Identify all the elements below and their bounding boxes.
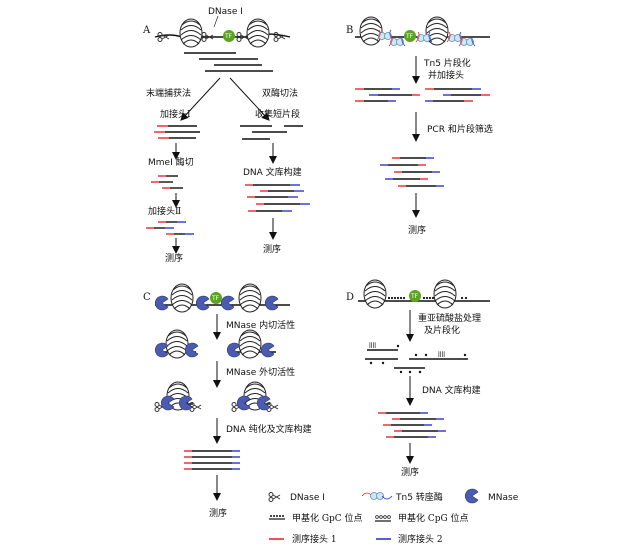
pcr-step-label: PCR 和片段筛选 [427,123,493,135]
panel-c-tf-text: TF [211,295,220,302]
seq-d-label: 测序 [401,466,419,478]
panel-a-dnase-label: DNase Ⅰ [208,7,243,17]
legend-cpg: 甲基化 CpG 位点 [398,512,469,524]
panel-b-fragments-1 [355,88,490,102]
bisulfite-label-2: 及片段化 [424,324,460,336]
nucleosome-icon [170,283,194,313]
mnase-endo-label: MNase 内切活性 [226,319,295,331]
legend-adapter-1: 测序接头 1 [292,533,337,545]
panel-d-fragments-2 [378,412,446,438]
mnase-icon [195,295,210,311]
panel-c-label: C [143,292,151,303]
mnase-icon [464,488,479,504]
panel-d: D TF 重亚硫酸盐处理 及片段化 ꟾꟾꟾꟾ ꟾꟾꟾꟾ DNA [346,279,490,478]
legend-adapter-2: 测序接头 2 [398,533,443,545]
nucleosome-icon [433,279,457,309]
svg-text:ꟾꟾꟾꟾ: ꟾꟾꟾꟾ [369,343,376,350]
gpc-site-icon [269,515,285,520]
panel-b-tf-text: TF [405,33,414,40]
panel-b-label: B [346,25,353,36]
mnase-icon [154,295,169,311]
nucleosome-icon [363,279,387,309]
mnase-exo-label-text: MNase 外切活性 [226,366,295,378]
panel-b-fragments-2 [380,157,444,187]
panel-d-tf-text: TF [410,293,419,300]
tf-icon [210,292,222,304]
legend-dnase: DNase Ⅰ [290,493,325,503]
seq-b-label: 测序 [408,224,426,236]
panel-a-dna [154,33,291,38]
mmei-label: MmeI 酶切 [148,156,194,168]
legend: DNase Ⅰ Tn5 转座酶 MNase 甲基化 GpC 位点 甲基化 CpG… [268,488,519,545]
tf-icon [223,30,235,42]
tn5-icon [415,31,433,43]
seq-left-label: 测序 [165,252,183,264]
gpc-sites [387,296,468,300]
tf-icon [409,290,421,302]
panel-a: A DNase Ⅰ TF 末端捕获法 双酶切法 加接头Ⅰ [142,7,310,264]
scissors-icon [268,492,281,502]
panel-d-label: D [346,292,354,303]
dna-purify-label: DNA 纯化及文库构建 [226,423,312,435]
nucleosome-icon [246,18,270,48]
tn5-icon [376,29,394,41]
collect-short-label: 收集短片段 [255,108,300,120]
scissors-icon [157,32,170,42]
panel-d-fragments-1: ꟾꟾꟾꟾ ꟾꟾꟾꟾ [365,343,468,374]
panel-c-fragments [184,450,240,470]
tn5-icon [361,492,393,500]
panel-c-step2 [154,329,276,359]
dna-lib-d-label: DNA 文库构建 [422,384,481,396]
legend-gpc: 甲基化 GpC 位点 [292,512,363,524]
panel-a-label: A [142,25,151,36]
tn5-step-label: Tn5 片段化 [423,57,471,69]
seq-c-label: 测序 [209,507,227,519]
double-digest-label: 双酶切法 [262,87,298,99]
panel-c-step3 [154,381,279,412]
tf-icon [404,30,416,42]
nucleosome-icon [179,18,203,48]
mnase-icon [264,295,279,311]
panel-a-tf-text: TF [224,33,233,40]
seq-right-label: 测序 [263,243,281,255]
svg-text:ꟾꟾꟾꟾ: ꟾꟾꟾꟾ [438,352,445,359]
nucleosome-icon [359,16,383,46]
panel-b: B TF Tn5 片段化 并加接头 PCR 和片段筛选 [346,16,493,236]
mnase-icon [220,295,235,311]
add-adapter-2-label: 加接头Ⅱ [148,205,181,217]
panel-c: C TF MNase 内切活性 MNase 外切活性 [143,283,312,519]
legend-tn5: Tn5 转座酶 [395,491,443,503]
panel-a-fragments [184,52,273,72]
tn5-step-label-2: 并加接头 [428,69,464,81]
cpg-site-icon [375,515,391,522]
bisulfite-label: 重亚硫酸盐处理 [418,312,481,324]
nucleosome-icon [238,283,262,313]
add-adapter-1-label: 加接头Ⅰ [160,108,191,120]
end-capture-label: 末端捕获法 [146,87,191,99]
legend-mnase: MNase [488,493,519,503]
dna-lib-label: DNA 文库构建 [243,166,302,178]
